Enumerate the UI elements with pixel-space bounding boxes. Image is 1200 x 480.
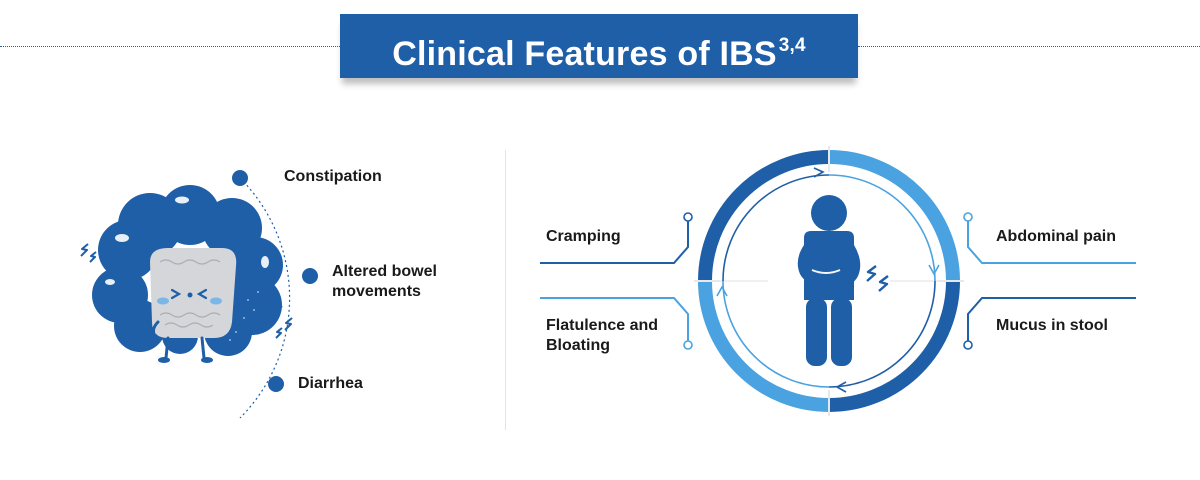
person-holding-stomach-icon [797, 195, 861, 366]
title-superscript: 3,4 [778, 35, 806, 56]
cycle-arrows [722, 174, 936, 388]
feature-flatulence-bloating: Flatulence and Bloating [546, 317, 659, 354]
ring-separators [694, 146, 964, 416]
feature-mucus-in-stool: Mucus in stool [996, 317, 1108, 334]
header-dotted-line-right [858, 46, 1200, 47]
page-title-text: Clinical Features of IBS [392, 35, 777, 73]
panel-divider [505, 150, 506, 430]
marker-dot-constipation [232, 170, 248, 186]
connector-node-cramping [683, 212, 693, 222]
marker-dot-diarrhea [268, 376, 284, 392]
feature-cramping: Cramping [546, 228, 621, 245]
connector-abdominal-pain [967, 220, 1136, 264]
marker-dot-altered-bowel [302, 268, 318, 284]
connector-flatulence [540, 297, 689, 341]
feature-altered-bowel-movements: Altered bowel movements [332, 263, 437, 300]
lightning-bolt-icon [866, 265, 889, 292]
lightning-bolt-icon [80, 243, 293, 339]
connector-node-abdominal-pain [963, 212, 973, 222]
intestine-character-icon [92, 185, 283, 363]
connector-cramping [540, 220, 689, 264]
arrowhead-icon [716, 167, 940, 393]
feature-constipation: Constipation [284, 168, 382, 185]
connector-mucus [967, 297, 1136, 341]
header-dotted-line-left [0, 46, 340, 47]
feature-abdominal-pain: Abdominal pain [996, 228, 1116, 245]
feature-diarrhea: Diarrhea [298, 375, 363, 392]
connector-node-flatulence [683, 340, 693, 350]
connector-node-mucus [963, 340, 973, 350]
outer-ring [698, 150, 960, 412]
